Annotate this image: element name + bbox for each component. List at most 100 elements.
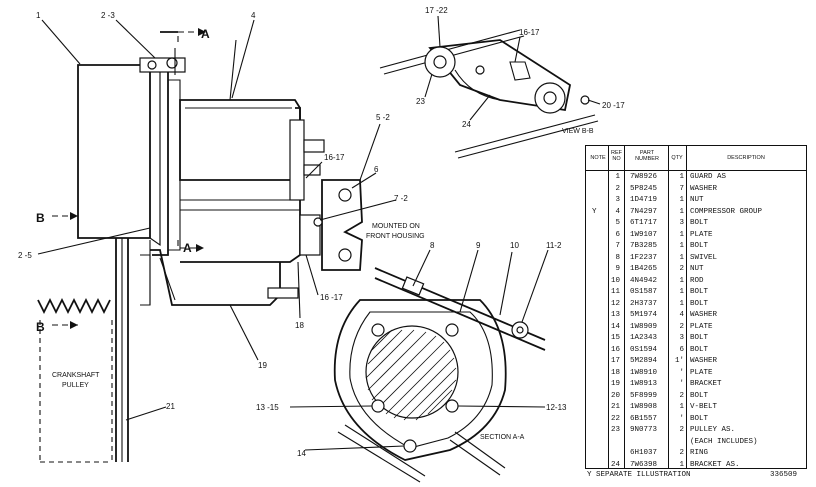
- cell-qty: 1: [679, 207, 684, 216]
- cell-ref-no: 3: [615, 196, 620, 204]
- cell-description: BOLT: [690, 414, 709, 423]
- header-note: NOTE: [590, 155, 606, 161]
- table-row: 8 1F2237 1 SWIVEL: [586, 253, 806, 265]
- cell-part-number: 1W8910: [630, 368, 658, 377]
- cell-qty: 2: [679, 322, 684, 331]
- cell-ref-no: 9: [615, 265, 620, 273]
- cell-part-number: 5M1974: [630, 311, 658, 319]
- cell-qty: 2: [679, 449, 684, 457]
- callout-16-17-a: 16-17: [324, 153, 345, 162]
- cell-ref-no: 23: [610, 426, 620, 434]
- section-a-bottom: A: [183, 241, 192, 255]
- section-letters: A A B B: [36, 27, 210, 334]
- note-section-aa: SECTION A-A: [480, 434, 525, 441]
- note-crankshaft-line1: CRANKSHAFT: [52, 372, 100, 379]
- cell-description: PLATE: [690, 368, 713, 377]
- cell-part-number: 1W9107: [630, 230, 658, 239]
- cell-qty: ': [679, 368, 684, 377]
- header-ref-no: REF NO: [611, 150, 622, 162]
- note-crankshaft-line2: PULLEY: [62, 382, 89, 389]
- cell-description: (EACH INCLUDES): [690, 437, 758, 446]
- cell-part-number: 1A2343: [630, 334, 658, 342]
- cell-ref-no: 15: [610, 334, 620, 342]
- cell-description: BOLT: [690, 288, 709, 296]
- header-part-number: PART NUMBER: [635, 150, 659, 162]
- leader-lines-main: [37, 19, 397, 421]
- cell-ref-no: 4: [615, 207, 620, 216]
- cell-qty: ': [679, 414, 684, 423]
- cell-part-number: 5F8999: [630, 391, 658, 400]
- table-row: (EACH INCLUDES): [586, 437, 806, 449]
- cell-description: SWIVEL: [690, 253, 718, 262]
- header-qty: QTY: [671, 155, 683, 161]
- note-mounted-line1: MOUNTED ON: [372, 223, 420, 230]
- section-b-bottom: B: [36, 320, 45, 334]
- cell-description: BOLT: [690, 242, 709, 250]
- cell-qty: 1: [679, 460, 684, 469]
- cell-ref-no: 16: [610, 345, 620, 354]
- callout-23: 23: [416, 97, 425, 106]
- callout-16-17-b: 16 -17: [320, 293, 343, 302]
- header-description: DESCRIPTION: [727, 155, 765, 161]
- cell-qty: 4: [679, 311, 684, 319]
- cell-qty: 1: [679, 253, 684, 262]
- cell-description: BOLT: [690, 334, 709, 342]
- cell-ref-no: 14: [610, 322, 620, 331]
- section-aa-view: [289, 249, 549, 483]
- notes: MOUNTED ON FRONT HOUSING CRANKSHAFT PULL…: [52, 128, 594, 441]
- cell-part-number: 7W6398: [630, 460, 658, 469]
- cell-part-number: 1F2237: [630, 253, 658, 262]
- cell-qty: 2: [679, 265, 684, 273]
- cell-qty: 1: [679, 299, 684, 308]
- cell-ref-no: 21: [610, 403, 620, 411]
- callout-5-2: 5 -2: [376, 113, 390, 122]
- cell-description: PLATE: [690, 230, 713, 239]
- mounting-plate: [313, 179, 363, 271]
- cell-qty: 1: [679, 196, 684, 204]
- cell-part-number: 1B4265: [630, 265, 658, 273]
- note-mounted-line2: FRONT HOUSING: [366, 233, 425, 240]
- cell-ref-no: 6: [615, 230, 620, 239]
- crankshaft-pulley-belt: [37, 238, 129, 463]
- cell-part-number: 7B3285: [630, 242, 658, 250]
- cell-part-number: 1W8913: [630, 380, 658, 388]
- cell-qty: 2: [679, 391, 684, 400]
- cell-ref-no: 7: [615, 242, 620, 250]
- cell-part-number: 7W8926: [630, 173, 658, 181]
- cell-description: BOLT: [690, 391, 709, 400]
- cell-part-number: 7N4297: [630, 207, 658, 216]
- section-b-top: B: [36, 211, 45, 225]
- callout-24: 24: [462, 120, 471, 129]
- cell-ref-no: 5: [615, 219, 620, 227]
- cell-part-number: 6T1717: [630, 219, 658, 227]
- cell-part-number: 6H1037: [630, 449, 658, 457]
- cell-description: WASHER: [690, 311, 718, 319]
- footer-legend: Y SEPARATE ILLUSTRATION: [587, 471, 691, 479]
- cell-description: PLATE: [690, 322, 713, 331]
- cell-description: WASHER: [690, 184, 718, 193]
- cell-part-number: 9N0773: [630, 426, 658, 434]
- cell-description: PULLEY AS.: [690, 426, 736, 434]
- cell-qty: 1: [679, 230, 684, 239]
- table-row: 6 1W9107 1 PLATE: [586, 230, 806, 242]
- cell-ref-no: 17: [610, 357, 620, 365]
- cell-ref-no: 24: [610, 460, 620, 469]
- cell-ref-no: 13: [610, 311, 620, 319]
- cell-ref-no: 8: [615, 253, 620, 262]
- callout-1: 1: [36, 11, 41, 20]
- cell-ref-no: 11: [610, 288, 620, 296]
- guard-assembly: [77, 48, 186, 256]
